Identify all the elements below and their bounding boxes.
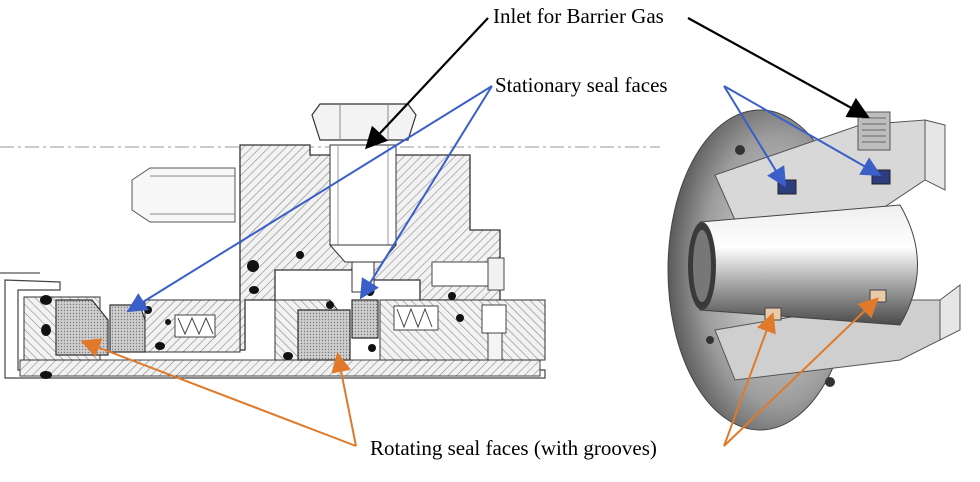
stationary-arrow-2 <box>359 85 493 300</box>
rotating-arrow-3 <box>723 312 776 447</box>
stationary-seal-label: Stationary seal faces <box>495 73 668 97</box>
cross-section-drawing <box>0 103 660 379</box>
inlet-arrow-right <box>687 17 870 119</box>
stationary-arrows <box>126 85 882 313</box>
stationary-arrow-3 <box>723 85 787 188</box>
stationary-arrow-1 <box>126 85 493 313</box>
rotating-arrow-1 <box>80 338 357 447</box>
inlet-label: Inlet for Barrier Gas <box>493 4 664 28</box>
rotating-arrow-2 <box>331 352 357 447</box>
rotating-arrows <box>80 297 879 447</box>
rotating-arrow-4 <box>723 297 879 447</box>
rotating-seal-label: Rotating seal faces (with grooves) <box>370 436 657 460</box>
inlet-arrows <box>364 17 870 150</box>
inlet-arrow-left <box>364 17 489 150</box>
cutaway-render <box>667 109 961 431</box>
stationary-arrow-4 <box>723 85 882 176</box>
